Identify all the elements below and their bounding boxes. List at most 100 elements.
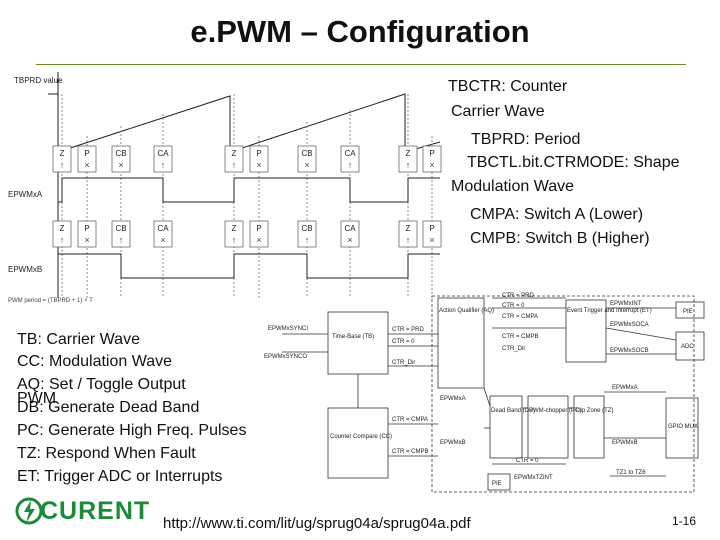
counter-waveform	[57, 93, 441, 153]
epwmxb-label: EPWMxB	[8, 265, 42, 274]
action-none-icon: ×	[118, 160, 123, 170]
note-pwm: PWM	[17, 390, 57, 407]
out-soca: EPWMxSOCA	[610, 322, 649, 328]
event-box	[153, 145, 173, 173]
event-label: CB	[115, 224, 126, 233]
note-db: DB: Generate Dead Band	[17, 399, 200, 416]
event-box	[111, 220, 131, 248]
event-box	[52, 220, 72, 248]
event-box	[77, 145, 97, 173]
event-row-b: Z↑P×CB↑CA×Z↑P×CB↑CA×Z↑P×	[52, 220, 442, 248]
event-label: Z	[406, 149, 411, 158]
trip-zone-block	[573, 395, 605, 459]
tbprd-label: TBPRD value	[14, 76, 63, 85]
event-label: CB	[115, 149, 126, 158]
event-label: CA	[344, 149, 356, 158]
note-cmpa: CMPA: Switch A (Lower)	[470, 206, 644, 223]
gpio-mux-label: GPIO MUX	[668, 424, 698, 430]
trip-zone-label: Trip Zone (TZ)	[575, 408, 613, 414]
gpio-mux-block	[665, 397, 699, 459]
sync-out-label: EPWMxSYNCO	[264, 354, 307, 360]
event-box	[297, 220, 317, 248]
event-label: CB	[301, 224, 312, 233]
event-box	[224, 145, 244, 173]
sig-ctr-zero-top: CTR = 0	[502, 303, 525, 309]
reference-link[interactable]: http://www.ti.com/lit/ug/sprug04a/sprug0…	[163, 515, 471, 532]
event-label: CA	[344, 224, 356, 233]
event-label: Z	[232, 149, 237, 158]
event-label: P	[256, 224, 261, 233]
action-none-icon: ×	[160, 235, 165, 245]
sig-epwmb: EPWMxB	[440, 440, 466, 446]
event-row-a: Z↑P×CB×CA↑Z↑P×CB×CA↑Z↑P×	[52, 145, 442, 173]
action-none-icon: ×	[304, 160, 309, 170]
sig-ctr-dir-top: CTR_Dir	[502, 346, 525, 352]
action-up-icon: ↑	[119, 235, 124, 245]
pie-label: PIE	[683, 309, 693, 315]
action-up-icon: ↑	[60, 235, 65, 245]
action-up-icon: ↑	[60, 160, 65, 170]
action-up-icon: ↑	[348, 160, 353, 170]
action-qualifier-label: Action Qualifier (AQ)	[439, 308, 494, 314]
event-box	[249, 145, 269, 173]
event-box	[52, 145, 72, 173]
event-trigger-label: Event Trigger and Interrupt (ET)	[567, 308, 652, 314]
action-up-icon: ↑	[232, 160, 237, 170]
event-label: Z	[232, 224, 237, 233]
event-box	[249, 220, 269, 248]
event-label: CB	[301, 149, 312, 158]
event-box	[340, 220, 360, 248]
epwm-block-diagram: EPWMxSYNCI EPWMxSYNCO Time-Base (TB) Cou…	[264, 293, 705, 493]
sig-ctr-zero: CTR = 0	[392, 339, 415, 345]
sync-in-label: EPWMxSYNCI	[268, 326, 308, 332]
out-int: EPWMxINT	[610, 301, 642, 307]
counter-compare-label: Counter Compare (CC)	[330, 434, 392, 440]
sig-ctr-dir: CTR_Dir	[392, 360, 415, 366]
note-tbctr: TBCTR: Counter	[448, 78, 568, 95]
action-none-icon: ×	[84, 235, 89, 245]
event-label: P	[256, 149, 261, 158]
note-tz: TZ: Respond When Fault	[17, 445, 196, 462]
action-up-icon: ↑	[305, 235, 310, 245]
action-none-icon: ×	[429, 160, 434, 170]
note-cmpb: CMPB: Switch B (Higher)	[470, 230, 650, 247]
title-divider	[36, 64, 686, 65]
dead-band-block	[489, 395, 523, 459]
curent-logo-icon	[15, 497, 43, 525]
note-et: ET: Trigger ADC or Interrupts	[17, 468, 223, 485]
pie-block	[675, 301, 705, 319]
time-base-label: Time-Base (TB)	[332, 334, 374, 340]
pwm-chopper-label: PWM-chopper (PC)	[529, 408, 581, 414]
logo-text: CURENT	[40, 497, 151, 525]
sig-ctr-cmpa-top: CTR = CMPA	[502, 314, 538, 320]
out-socb: EPWMxSOCB	[610, 348, 649, 354]
note-ctrmode: TBCTL.bit.CTRMODE: Shape	[467, 154, 680, 171]
event-box	[340, 145, 360, 173]
dead-band-label: Dead Band (DB)	[491, 408, 535, 414]
counter-compare-block	[327, 407, 389, 479]
note-modulation: Modulation Wave	[451, 178, 575, 195]
sig-ctr-zero-bottom: CTR = 0	[516, 458, 539, 464]
event-box	[422, 220, 442, 248]
event-label: Z	[60, 149, 65, 158]
event-box	[153, 220, 173, 248]
note-carrier: Carrier Wave	[451, 103, 545, 120]
event-box	[398, 145, 418, 173]
action-none-icon: ×	[256, 235, 261, 245]
event-label: P	[429, 224, 434, 233]
event-box	[224, 220, 244, 248]
sig-ctr-prd-top: CTR = PRD	[502, 293, 535, 299]
event-box	[77, 220, 97, 248]
event-label: Z	[406, 224, 411, 233]
note-aq: AQ: Set / Toggle Output	[17, 376, 186, 393]
note-tbprd: TBPRD: Period	[471, 131, 581, 148]
module-boundary	[431, 295, 695, 493]
sig-ctr-cmpb-top: CTR = CMPB	[502, 334, 539, 340]
event-box	[398, 220, 418, 248]
event-label: P	[84, 149, 89, 158]
sig-tz-in: EPWMxTZINT	[514, 475, 553, 481]
event-label: P	[84, 224, 89, 233]
action-up-icon: ↑	[406, 235, 411, 245]
pie-bottom-block	[487, 473, 511, 491]
event-label: CA	[157, 224, 169, 233]
